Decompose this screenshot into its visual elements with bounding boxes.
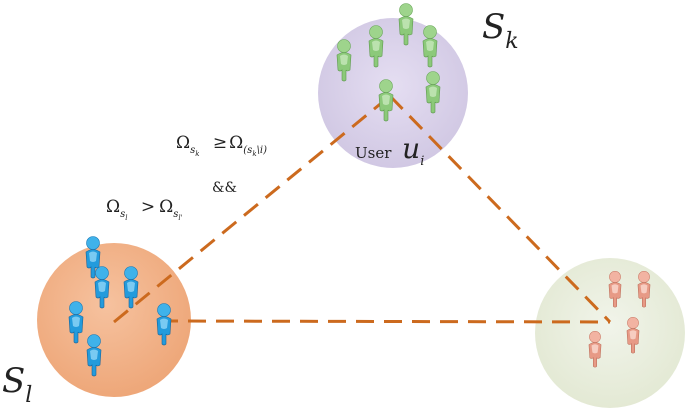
dashed-connections — [113, 94, 612, 324]
group-circle-l — [37, 243, 191, 397]
condition-1: Ωsk ≥Ω(sk\i) — [176, 133, 267, 161]
group-circle-right — [535, 258, 685, 408]
group-label-k: Sk — [482, 7, 519, 54]
and-operator: && — [212, 180, 237, 196]
user-label: User ui — [355, 132, 424, 169]
edge-l-to-user — [113, 94, 391, 324]
group-label-l: Sl — [2, 361, 32, 408]
condition-2: Ωsl >Ωsl' — [106, 197, 183, 225]
edge-l-to-right — [159, 319, 611, 324]
edge-user-to-right — [388, 94, 612, 324]
